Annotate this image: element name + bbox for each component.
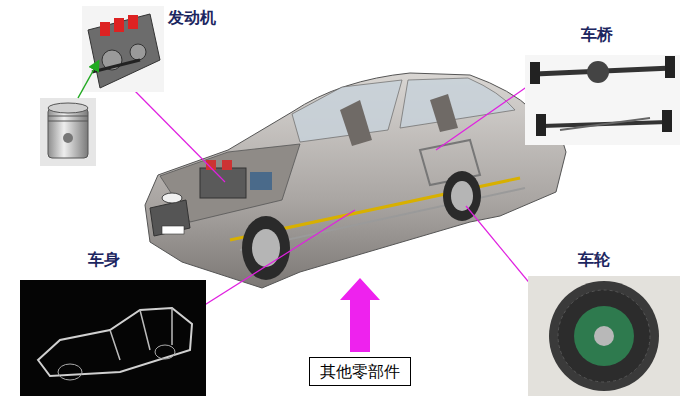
- piston-picture: [40, 62, 98, 166]
- part-label: 车轮: [578, 250, 610, 269]
- axle-picture: [525, 55, 680, 145]
- car-body: [145, 73, 566, 288]
- part-label: 车身: [88, 250, 120, 269]
- part-label: 车桥: [581, 25, 613, 44]
- up-arrow: [340, 278, 380, 352]
- wheel-picture: [528, 276, 680, 396]
- engine-picture: [82, 6, 164, 92]
- part-label: 发动机: [168, 8, 216, 27]
- box-text: 其他零部件: [320, 362, 400, 381]
- body-shell-picture: [20, 280, 206, 396]
- part-box: 其他零部件: [309, 357, 411, 386]
